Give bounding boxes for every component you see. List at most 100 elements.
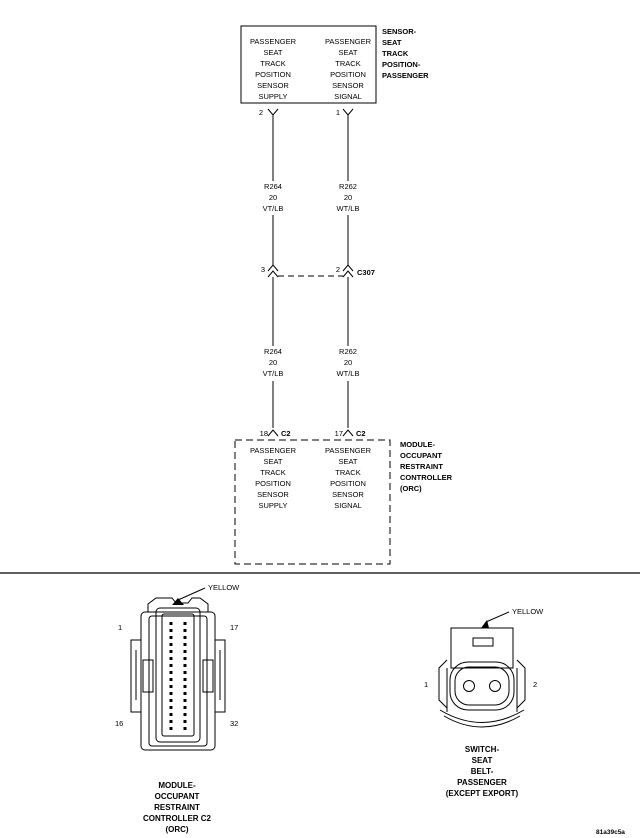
c2-left-rib [142,659,154,693]
sensor-title-line: PASSENGER [382,71,429,80]
wire-color: VT/LB [263,204,284,213]
switch-title: SWITCH- SEAT BELT- PASSENGER (EXCEPT EXP… [446,745,519,798]
c2-pin-cavity [183,622,187,625]
c2-cavity-block [161,613,195,737]
c2-pin-cavity [183,650,187,653]
c2-pin-cavity [183,664,187,667]
sensor-title-line: SENSOR- [382,27,417,36]
c2-pin-cavity [169,643,173,646]
c307-connector: 3 2 C307 [261,264,375,278]
wire-gauge: 20 [269,193,277,202]
sensor-title: SENSOR- SEAT TRACK POSITION- PASSENGER [382,27,429,80]
c2-title-line: CONTROLLER C2 [143,814,212,823]
sensor-box [240,25,377,104]
c2-housing-top [147,597,209,613]
c2-pin-cavity [183,643,187,646]
sensor-right-line: SIGNAL [334,92,362,101]
c2-pin-cavity [183,678,187,681]
module-left-line: SENSOR [257,490,289,499]
c307-pin-right-label: 2 [336,265,340,274]
sensor-right-line: TRACK [335,59,360,68]
c2-pin-cavity [183,713,187,716]
c2-pin-cavity [169,692,173,695]
wire-circuit: R262 [339,182,357,191]
c2-pin-cavity [183,727,187,730]
wire-color: WT/LB [337,204,360,213]
module-right-line: SEAT [338,457,357,466]
c2-title-line: OCCUPANT [155,792,200,801]
wire-gauge: 20 [344,358,352,367]
sensor-title-line: SEAT [382,38,402,47]
switch-face-inner [454,666,510,706]
c2-yellow-leader [177,587,206,601]
switch-left-latch [438,659,448,709]
c2-pin-cavity [183,692,187,695]
c2-pin-cavity [169,727,173,730]
wire-right-upper-label: R262 20 WT/LB [337,182,360,213]
sensor-right-lines: PASSENGER SEAT TRACK POSITION SENSOR SIG… [325,37,372,101]
switch-title-line: PASSENGER [457,778,507,787]
wire-circuit: R264 [264,182,282,191]
c307-right-female-icon [342,270,354,278]
sensor-right-line: SENSOR [332,81,364,90]
figure-id: 81a39c5a [596,829,625,836]
module-right-line: PASSENGER [325,446,372,455]
sensor-pin-2-terminal-icon [267,108,279,116]
module-left-line: POSITION [255,479,291,488]
module-title-line: MODULE- [400,440,435,449]
c2-pin-1-label: 1 [118,623,122,632]
sensor-pin-left-label: 2 [259,108,263,117]
c307-left-male-icon [267,264,279,272]
module-title-line: CONTROLLER [400,473,453,482]
module-box [234,439,391,565]
switch-housing-bottom-inner [443,715,521,728]
c2-pin-cavity [183,671,187,674]
module-title: MODULE- OCCUPANT RESTRAINT CONTROLLER (O… [400,440,453,493]
module-title-line: RESTRAINT [400,462,443,471]
c2-pin-cavity [183,706,187,709]
wire-right-lower-label: R262 20 WT/LB [337,347,360,378]
c307-label: C307 [357,268,375,277]
c2-pin-cavity [169,650,173,653]
c307-pin-left-label: 3 [261,265,265,274]
wire-color: VT/LB [263,369,284,378]
sensor-left-line: POSITION [255,70,291,79]
switch-connector-face-view: YELLOW 1 2 SWITCH- SEAT BELT- PASSENGER … [424,607,544,798]
sensor-left-line: SEAT [263,48,282,57]
c307-left-female-icon [267,270,279,278]
module-right-lines: PASSENGER SEAT TRACK POSITION SENSOR SIG… [325,446,372,510]
module-left-line: SUPPLY [258,501,287,510]
sensor-right-line: POSITION [330,70,366,79]
c307-right-male-icon [342,264,354,272]
c2-pin-cavity [183,629,187,632]
sensor-right-line: SEAT [338,48,357,57]
module-connector-right-label: C2 [356,429,366,438]
c2-pin-cavity [169,720,173,723]
module-left-line: PASSENGER [250,446,297,455]
wire-left-upper-label: R264 20 VT/LB [263,182,284,213]
sensor-left-line: PASSENGER [250,37,297,46]
module-right-line: SIGNAL [334,501,362,510]
c2-right-rib [202,659,214,693]
sensor-title-line: TRACK [382,49,409,58]
switch-title-line: BELT- [471,767,494,776]
c2-housing [140,611,216,751]
switch-color-label: YELLOW [512,607,544,616]
c2-pin-cavity [183,699,187,702]
module-title-line: (ORC) [400,484,422,493]
c2-pin-cavity [169,657,173,660]
sensor-right-line: PASSENGER [325,37,372,46]
c2-title-line: MODULE- [158,781,196,790]
c2-pin-cavity [169,685,173,688]
switch-right-latch [516,659,526,709]
switch-title-line: SWITCH- [465,745,500,754]
sensor-pin-1-terminal-icon [342,108,354,116]
module-pin-left-label: 18 [260,429,268,438]
switch-pin-1-label: 1 [424,680,428,689]
c2-pin-cavity [169,671,173,674]
c2-pin-cavity [169,636,173,639]
switch-title-line: SEAT [472,756,493,765]
sensor-left-line: TRACK [260,59,285,68]
sensor-left-line: SENSOR [257,81,289,90]
